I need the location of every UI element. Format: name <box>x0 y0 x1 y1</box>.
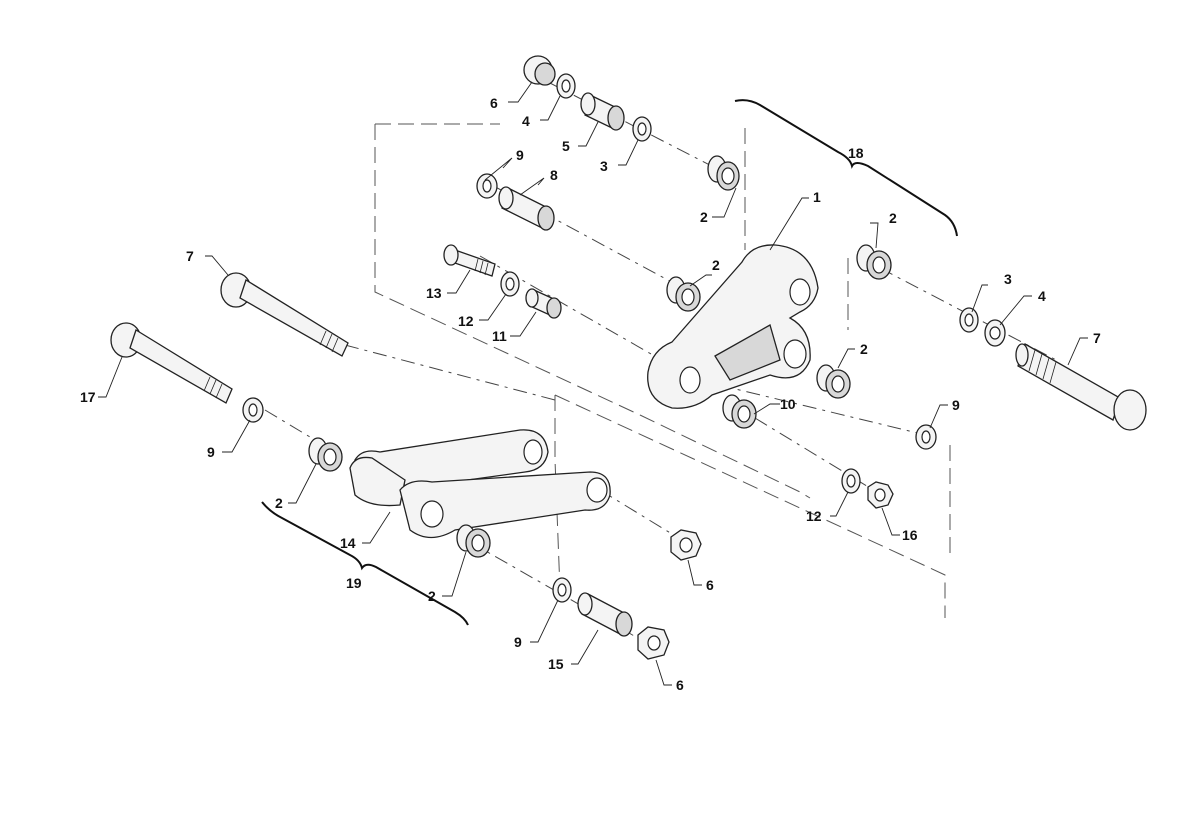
bracket-19 <box>261 501 469 626</box>
bolt-7-right <box>1015 343 1147 431</box>
rocker-1 <box>647 244 819 409</box>
bearing-2-lower <box>456 524 491 558</box>
callout-2-top: 2 <box>700 209 708 225</box>
washer-3-top <box>632 116 652 142</box>
bracket-18 <box>734 99 958 237</box>
callout-6-middle: 6 <box>706 577 714 593</box>
callout-2-mid: 2 <box>712 257 720 273</box>
nut-16 <box>867 481 894 509</box>
callout-14: 14 <box>340 535 356 551</box>
bearing-2-right <box>856 244 892 280</box>
bolt-17 <box>110 322 233 404</box>
washer-4-right <box>984 319 1006 347</box>
callout-3-right: 3 <box>1004 271 1012 287</box>
callout-6-bottom: 6 <box>676 677 684 693</box>
callout-2-right: 2 <box>889 210 897 226</box>
callout-9-right: 9 <box>952 397 960 413</box>
callout-18: 18 <box>848 145 864 161</box>
bearing-2-mid <box>666 276 701 312</box>
callout-9-left: 9 <box>207 444 215 460</box>
callout-9-upper: 9 <box>516 147 524 163</box>
bolt-7-left <box>220 272 349 357</box>
washer-12-upper <box>500 271 520 297</box>
callout-4-right: 4 <box>1038 288 1046 304</box>
callout-7-left: 7 <box>186 248 194 264</box>
callout-8: 8 <box>550 167 558 183</box>
callout-2-lower: 2 <box>428 588 436 604</box>
nut-6-bottom <box>637 626 670 660</box>
callout-2-left: 2 <box>275 495 283 511</box>
callout-10: 10 <box>780 396 796 412</box>
washer-9-lower <box>552 577 572 603</box>
callout-16: 16 <box>902 527 918 543</box>
callouts: 6 4 5 3 9 8 2 1 18 2 2 13 12 11 3 4 7 2 … <box>80 95 1101 693</box>
washer-9-left <box>242 397 264 423</box>
callout-19: 19 <box>346 575 362 591</box>
washer-3-right <box>959 307 979 333</box>
sleeve-5 <box>580 92 625 131</box>
callout-1: 1 <box>813 189 821 205</box>
callout-17: 17 <box>80 389 96 405</box>
sleeve-15 <box>577 592 633 637</box>
callout-7-right: 7 <box>1093 330 1101 346</box>
washer-9-right <box>915 424 937 450</box>
callout-6-top: 6 <box>490 95 498 111</box>
washer-4-top <box>556 73 576 99</box>
sleeve-8 <box>498 186 555 231</box>
callout-2-lower-right: 2 <box>860 341 868 357</box>
callout-4-top: 4 <box>522 113 530 129</box>
callout-15: 15 <box>548 656 564 672</box>
bearing-2-top <box>707 155 740 191</box>
callout-12-lower: 12 <box>806 508 822 524</box>
nut-6-top <box>523 55 556 86</box>
leader-lines <box>98 81 1088 686</box>
nut-6-middle <box>670 529 702 561</box>
bearing-2-left <box>308 437 343 472</box>
bolt-13 <box>443 244 496 277</box>
assembly-frames <box>374 123 951 618</box>
callout-13: 13 <box>426 285 442 301</box>
bearing-10 <box>722 394 757 429</box>
bearing-2-lower-right <box>816 364 851 399</box>
linkage-14 <box>349 429 611 539</box>
washer-12-lower <box>841 468 861 494</box>
spacer-11 <box>525 288 562 319</box>
callout-3-top: 3 <box>600 158 608 174</box>
callout-11: 11 <box>492 328 507 344</box>
washer-9-upper <box>476 173 498 199</box>
callout-9-lower: 9 <box>514 634 522 650</box>
callout-12-upper: 12 <box>458 313 474 329</box>
callout-5: 5 <box>562 138 570 154</box>
